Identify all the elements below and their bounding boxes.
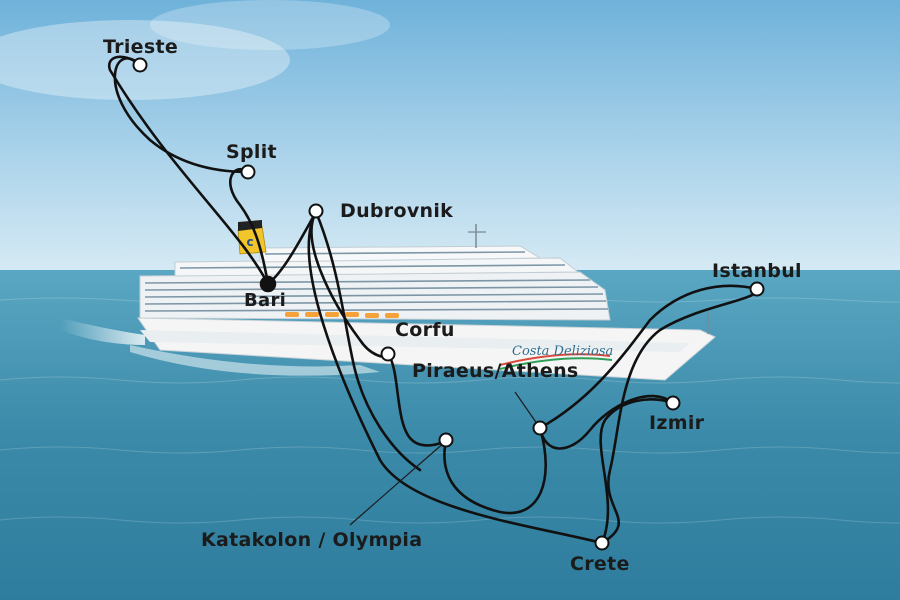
route-dubrovnik-katakolon <box>314 210 422 472</box>
port-label-corfu[interactable]: Corfu <box>395 319 455 341</box>
port-label-izmir[interactable]: Izmir <box>649 412 705 434</box>
port-marker-katakolon[interactable] <box>438 432 454 448</box>
port-label-katakolon[interactable]: Katakolon / Olympia <box>201 529 423 551</box>
port-marker-trieste[interactable] <box>132 57 148 73</box>
port-markers <box>132 57 765 551</box>
port-label-piraeus[interactable]: Piraeus/Athens <box>412 360 579 382</box>
cruise-ship: c <box>137 220 716 381</box>
port-marker-izmir[interactable] <box>665 395 681 411</box>
route-dubrovnik-crete <box>307 210 604 545</box>
route-piraeus-izmir <box>538 394 675 450</box>
ship-wake <box>130 345 380 376</box>
port-marker-crete[interactable] <box>594 535 610 551</box>
sky <box>0 0 900 272</box>
route-bari-trieste <box>107 55 270 286</box>
route-izmir-crete <box>599 398 675 545</box>
svg-text:c: c <box>246 235 253 249</box>
port-marker-corfu[interactable] <box>380 346 396 362</box>
port-marker-split[interactable] <box>240 164 256 180</box>
route-istanbul-crete <box>600 287 759 545</box>
route-katakolon-piraeus <box>443 426 548 515</box>
cloud <box>150 0 390 50</box>
port-marker-dubrovnik[interactable] <box>308 203 324 219</box>
leader-katakolon <box>349 440 447 526</box>
port-label-dubrovnik[interactable]: Dubrovnik <box>340 200 454 222</box>
route-lines <box>107 55 759 545</box>
route-trieste-split <box>113 57 250 174</box>
port-label-trieste[interactable]: Trieste <box>103 36 179 58</box>
route-split-bari <box>229 167 270 286</box>
route-corfu-katakolon <box>386 352 448 447</box>
route-dubrovnik-corfu <box>310 210 390 358</box>
ship-name: Costa Deliziosa <box>512 344 614 359</box>
port-marker-bari[interactable] <box>259 275 277 293</box>
port-label-crete[interactable]: Crete <box>570 553 630 575</box>
port-marker-piraeus[interactable] <box>532 420 548 436</box>
port-label-split[interactable]: Split <box>226 141 277 163</box>
ship-wake <box>60 318 145 345</box>
port-label-bari[interactable]: Bari <box>244 290 287 311</box>
port-label-istanbul[interactable]: Istanbul <box>712 260 802 282</box>
port-marker-istanbul[interactable] <box>749 281 765 297</box>
route-piraeus-istanbul <box>538 284 759 430</box>
